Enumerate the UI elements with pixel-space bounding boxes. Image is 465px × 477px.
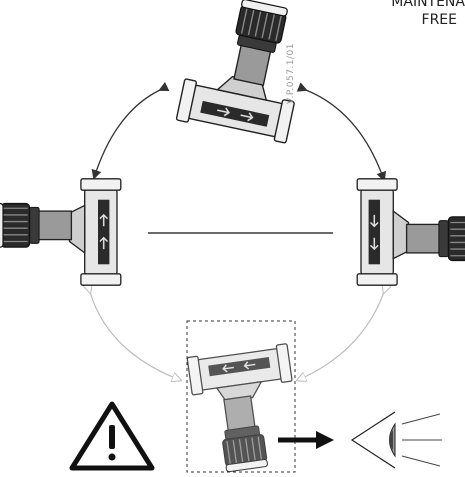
reference-code: V.P.057.1/01 (286, 43, 296, 104)
valve-icon (0, 178, 122, 286)
eye-icon (350, 411, 442, 469)
valve-icon (356, 178, 465, 286)
rotation-arrows-discouraged (90, 292, 384, 380)
caption-line-2: FREE (421, 12, 457, 28)
arrow-left-bottom (90, 292, 180, 380)
arrow-right-bottom (298, 292, 384, 380)
rotation-arrows-allowed (91, 81, 387, 182)
warning-frame (186, 320, 296, 473)
warning-triangle-icon (69, 401, 155, 471)
valve-icon (186, 342, 305, 476)
arrow-top-left (91, 81, 170, 180)
arrow-right-icon (278, 431, 334, 449)
caption-line-1: MAINTENA (391, 0, 465, 10)
arrow-top-right (296, 82, 387, 182)
